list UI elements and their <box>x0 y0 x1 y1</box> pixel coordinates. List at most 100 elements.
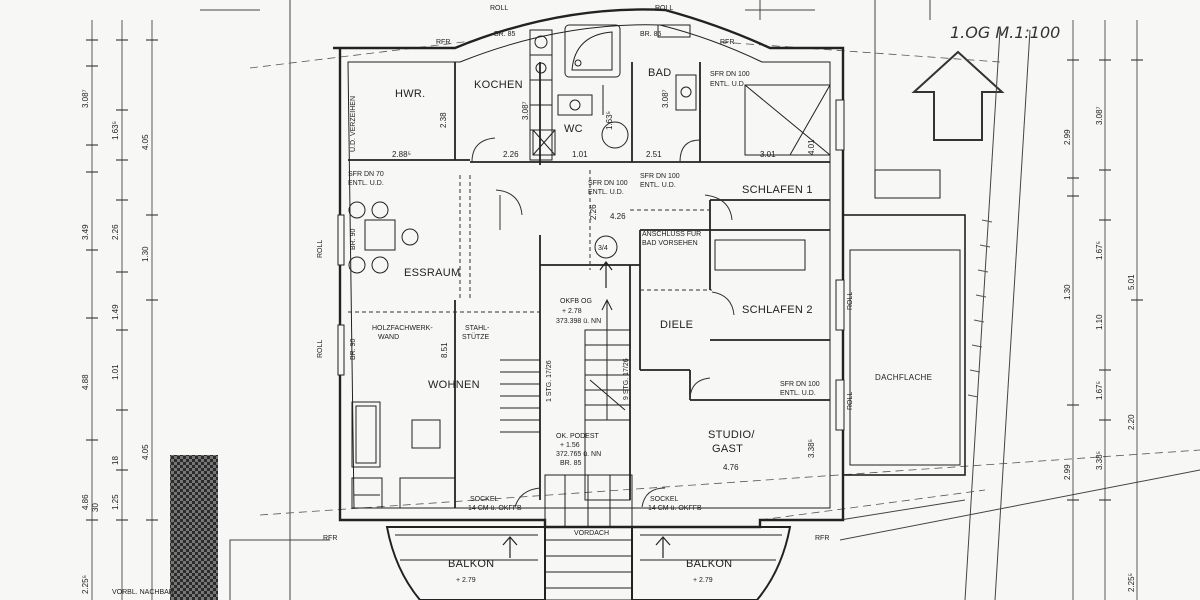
br90-label-2: BR. 90 <box>350 338 357 360</box>
br85-label-right: BR. 85 <box>640 31 662 38</box>
sfr100-schlafen-line1: SFR DN 100 <box>710 71 750 78</box>
roll-label-top-right: ROLL <box>655 5 673 12</box>
room-bad: BAD <box>648 67 672 79</box>
sfr100-studio-line1: SFR DN 100 <box>780 381 820 388</box>
stairs <box>500 298 631 501</box>
room-balkon-left: BALKON <box>448 558 494 570</box>
dim-3-49: 3.49 <box>81 224 90 240</box>
dim-4-86: 4.86 <box>81 494 90 510</box>
scale-note: 1.OG M.1:100 <box>950 23 1060 42</box>
dim-1-01-left: 1.01 <box>111 364 120 380</box>
dim-4-05-top: 4.05 <box>141 134 150 150</box>
dim-4-26: 4.26 <box>610 212 626 221</box>
vordach-label: VORDACH <box>574 530 609 537</box>
sockel-right-line2: 14 CM ü. OKFFB <box>648 505 702 512</box>
room-essraum: ESSRAUM <box>404 267 461 279</box>
dashed-beams <box>348 170 712 313</box>
room-schlafen-2: SCHLAFEN 2 <box>742 304 813 316</box>
dim-2-25: 2.25⁵ <box>81 575 90 594</box>
dim-2-26-mid: 2.26 <box>589 204 598 220</box>
dim-3-08: 3.08⁷ <box>81 89 90 108</box>
dim-2-51: 2.51 <box>646 150 662 159</box>
dim-1-30-right: 1.30 <box>1063 284 1072 300</box>
sfr100-studio-line2: ENTL. U.D. <box>780 390 816 397</box>
okfb-line2: + 2.78 <box>562 308 582 315</box>
left-dimension-chain <box>86 20 158 600</box>
room-studio-line1: STUDIO/ <box>708 429 755 441</box>
sfr100-mid-line2: ENTL. U.D. <box>588 189 624 196</box>
okfb-line1: OKFB OG <box>560 298 592 305</box>
stair-number: 3/4 <box>598 245 608 252</box>
dim-3-08-right: 3.08⁷ <box>1095 106 1104 125</box>
dim-3-01: 3.01 <box>760 150 776 159</box>
right-dimension-labels: 2.99 1.30 2.99 3.08⁷ 1.67⁵ 1.10 1.67⁵ 3.… <box>1063 106 1136 592</box>
dim-2-25-right: 2.25⁵ <box>1127 573 1136 592</box>
dim-1-63-wc: 1.63⁵ <box>605 111 614 130</box>
sockel-right-line1: SOCKEL <box>650 496 679 503</box>
stones-dashes <box>967 219 993 398</box>
dim-1-67-bottom: 1.67⁵ <box>1095 381 1104 400</box>
podest-line2: + 1.56 <box>560 442 580 449</box>
site-lines <box>200 0 1200 600</box>
balkon-height-right: + 2.79 <box>693 577 713 584</box>
stahl-line2: STÜTZE <box>462 333 490 341</box>
door-swings <box>471 137 735 508</box>
stg-1: 1 STG. 17/26 <box>546 360 553 402</box>
holzfachwerk-line1: HOLZFACHWERK- <box>372 325 433 332</box>
br85-label-left: BR. 85 <box>494 31 516 38</box>
dim-3-38-right: 3.38⁵ <box>1095 451 1104 470</box>
neighbour-wall-hatch <box>170 455 218 600</box>
dining-set <box>348 201 419 274</box>
stg-9: 9 STG. 17/26 <box>623 358 630 400</box>
room-hwr: HWR. <box>395 88 426 100</box>
dim-30: 30 <box>91 503 100 512</box>
dim-1-67-top: 1.67⁵ <box>1095 241 1104 260</box>
dim-3-08-kochen: 3.08⁷ <box>521 101 530 120</box>
roof-area <box>842 169 966 476</box>
stair-marker <box>594 235 618 259</box>
dim-1-01: 1.01 <box>572 150 588 159</box>
dim-2-20: 2.20 <box>1127 414 1136 430</box>
dim-2-88: 2.88⁵ <box>392 150 411 159</box>
dim-2-26: 2.26 <box>503 150 519 159</box>
room-balkon-right: BALKON <box>686 558 732 570</box>
dim-2-26-left: 2.26 <box>111 224 120 240</box>
room-kochen: KOCHEN <box>474 79 523 91</box>
dim-2-99-top: 2.99 <box>1063 129 1072 145</box>
stahl-line1: STAHL- <box>465 325 490 332</box>
dim-4-05-bottom: 4.05 <box>141 444 150 460</box>
dim-3-08-bad: 3.08⁷ <box>661 89 670 108</box>
br90-label-1: BR. 90 <box>350 228 357 250</box>
rfr-bottom-right: RFR <box>815 535 829 542</box>
beds <box>714 84 831 271</box>
entrance-steps <box>544 474 633 600</box>
balconies <box>385 526 792 600</box>
dim-18: 18 <box>111 456 120 465</box>
sfr100-mid-line1: SFR DN 100 <box>588 180 628 187</box>
balkon-height-left: + 2.79 <box>456 577 476 584</box>
roll-label-3: ROLL <box>847 292 854 310</box>
podest-line1: OK. PODEST <box>556 433 600 440</box>
dim-5-01: 5.01 <box>1127 274 1136 290</box>
holzfachwerk-line2: WAND <box>378 334 399 341</box>
vorbl-label: VORBL. NACHBAR- <box>112 589 177 596</box>
right-dimension-chain <box>1067 20 1143 600</box>
room-studio-line2: GAST <box>712 443 743 455</box>
roll-label-2: ROLL <box>317 340 324 358</box>
podest-line4: BR. 85 <box>560 460 582 467</box>
dim-1-49: 1.49 <box>111 304 120 320</box>
roll-label-top-left: ROLL <box>490 5 508 12</box>
dim-4-88: 4.88 <box>81 374 90 390</box>
sfr100-schlafen-line2: ENTL. U.D. <box>710 81 746 88</box>
room-diele: DIELE <box>660 319 693 331</box>
dim-4-01: 4.01 <box>807 139 816 155</box>
windows <box>337 99 845 431</box>
dim-1-25: 1.25 <box>111 494 120 510</box>
balcony-arrows <box>502 536 671 558</box>
stair-arrow <box>599 261 613 288</box>
roll-label-4: ROLL <box>847 392 854 410</box>
okfb-line3: 373.398 ü. NN <box>556 318 601 325</box>
dim-4-76: 4.76 <box>723 463 739 472</box>
room-wohnen: WOHNEN <box>428 379 480 391</box>
